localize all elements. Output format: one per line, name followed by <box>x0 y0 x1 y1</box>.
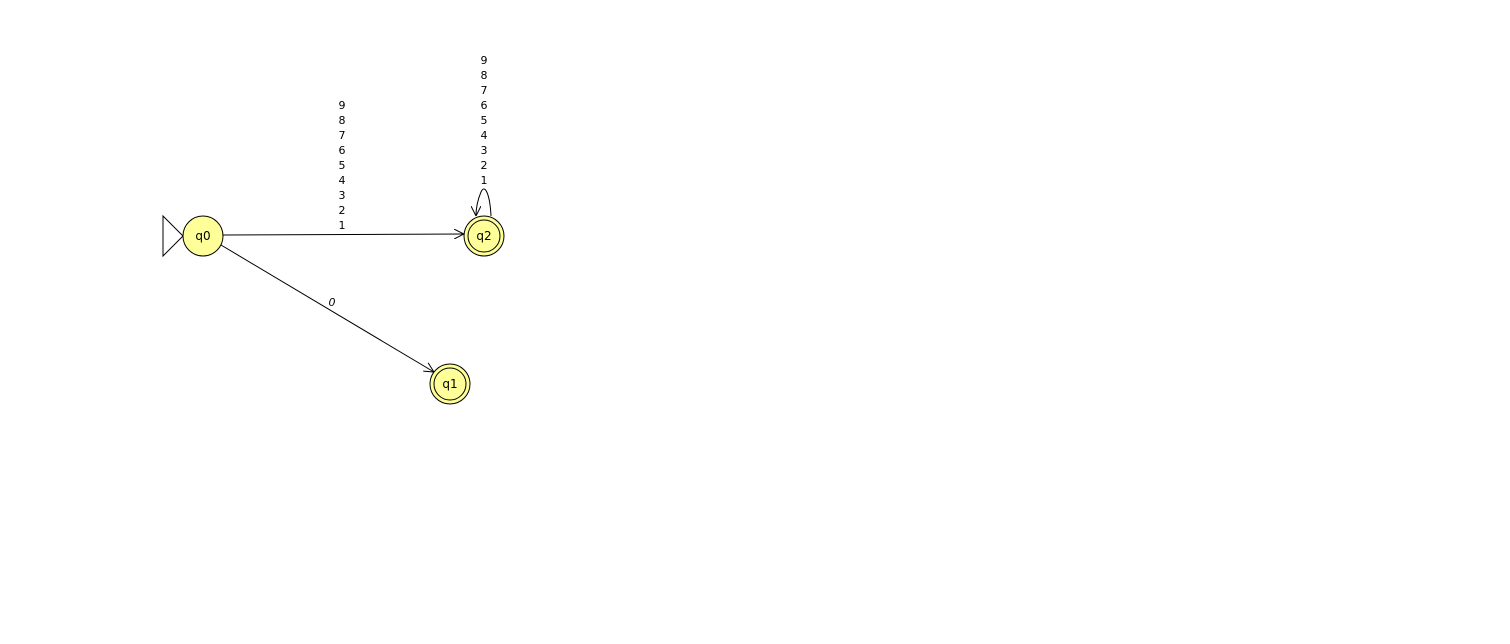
edge-label-q2-q2-9: 9 <box>481 54 488 67</box>
edge-label-q0-q2-8: 8 <box>339 114 346 127</box>
edge-label-q0-q2-6: 6 <box>339 144 346 157</box>
edge-label-q0-q1-0: 0 <box>329 296 336 309</box>
state-q2-circle[interactable] <box>463 215 505 257</box>
edge-q0-q2 <box>222 234 464 235</box>
edge-label-q0-q2-9: 9 <box>339 99 346 112</box>
transition-q2-q2: 9 8 7 6 5 4 3 2 1 <box>476 54 492 217</box>
edge-label-q0-q2-5: 5 <box>339 159 346 172</box>
edge-label-q2-q2-6: 6 <box>481 99 488 112</box>
edge-label-q2-q2-1: 1 <box>481 174 488 187</box>
transition-q0-q2: 9 8 7 6 5 4 3 2 1 <box>222 99 464 235</box>
edge-label-q2-q2-4: 4 <box>481 129 488 142</box>
state-q2[interactable]: q2 <box>463 215 505 257</box>
edge-label-q0-q2-2: 2 <box>339 204 346 217</box>
start-state-marker <box>162 214 184 258</box>
transition-q0-q1: 0 <box>220 244 434 372</box>
edge-label-q0-q2-1: 1 <box>339 219 346 232</box>
edge-q2-q2-loop <box>476 188 492 217</box>
state-q1-label: q1 <box>442 377 457 391</box>
edge-label-q2-q2-7: 7 <box>481 84 488 97</box>
state-q0[interactable]: q0 <box>182 215 224 257</box>
state-q2-accepting-ring <box>467 219 501 253</box>
state-q0-label: q0 <box>195 229 210 243</box>
state-q1[interactable]: q1 <box>429 363 471 405</box>
edge-label-q2-q2-2: 2 <box>481 159 488 172</box>
edge-label-q2-q2-5: 5 <box>481 114 488 127</box>
edge-label-q2-q2-8: 8 <box>481 69 488 82</box>
state-q2-label: q2 <box>476 229 491 243</box>
state-q1-accepting-ring <box>433 367 467 401</box>
edge-q0-q1 <box>220 244 434 372</box>
edge-label-q0-q2-3: 3 <box>339 189 346 202</box>
edge-label-q0-q2-4: 4 <box>339 174 346 187</box>
state-q0-circle[interactable] <box>182 215 224 257</box>
edge-label-q2-q2-3: 3 <box>481 144 488 157</box>
edge-label-q0-q2-7: 7 <box>339 129 346 142</box>
state-q1-circle[interactable] <box>429 363 471 405</box>
